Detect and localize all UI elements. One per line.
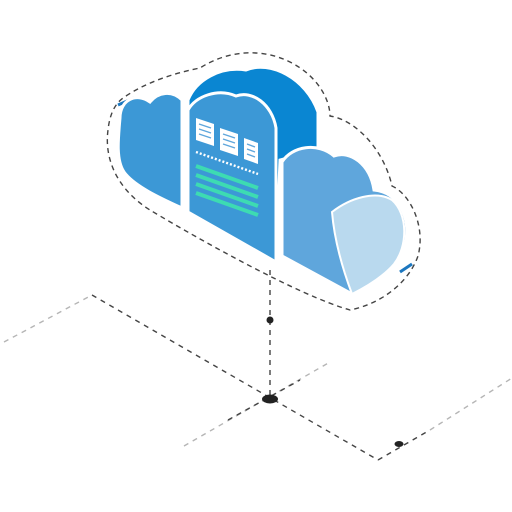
rack-stripe bbox=[195, 164, 259, 190]
rack-stripe bbox=[195, 191, 259, 217]
cloud-boundary-dashed bbox=[106, 52, 421, 311]
node-dot-hub bbox=[262, 394, 278, 404]
doc-line bbox=[222, 133, 236, 139]
server-indicator-row bbox=[195, 150, 259, 176]
doc-line bbox=[222, 143, 236, 149]
node-dot-mid bbox=[266, 316, 274, 324]
rack-stripe bbox=[195, 182, 259, 208]
rack-stripe bbox=[195, 173, 259, 199]
doc-line bbox=[222, 138, 236, 144]
document-lines bbox=[198, 123, 256, 158]
grid-line-right-up bbox=[377, 429, 431, 461]
doc-line bbox=[198, 123, 212, 129]
cloud-icon bbox=[116, 65, 409, 296]
grid-node-dots bbox=[262, 316, 404, 447]
doc-line bbox=[198, 133, 212, 139]
server-document-icon bbox=[195, 118, 259, 217]
grid-line-faint-right bbox=[429, 377, 512, 431]
doc-line bbox=[246, 143, 256, 148]
network-grid-icon bbox=[3, 270, 512, 461]
grid-line-main-diagonal bbox=[91, 294, 379, 461]
doc-line bbox=[246, 148, 256, 153]
accent-mark-right bbox=[399, 262, 413, 274]
indicator-dots bbox=[195, 150, 259, 176]
cloud-left-lobe bbox=[116, 92, 184, 211]
doc-line bbox=[246, 153, 256, 158]
server-rack-stripes bbox=[195, 164, 259, 217]
cloud-right-pale bbox=[330, 194, 406, 296]
node-dot-right bbox=[394, 441, 404, 447]
doc-line bbox=[198, 128, 212, 134]
grid-line-faint-left bbox=[3, 294, 93, 343]
